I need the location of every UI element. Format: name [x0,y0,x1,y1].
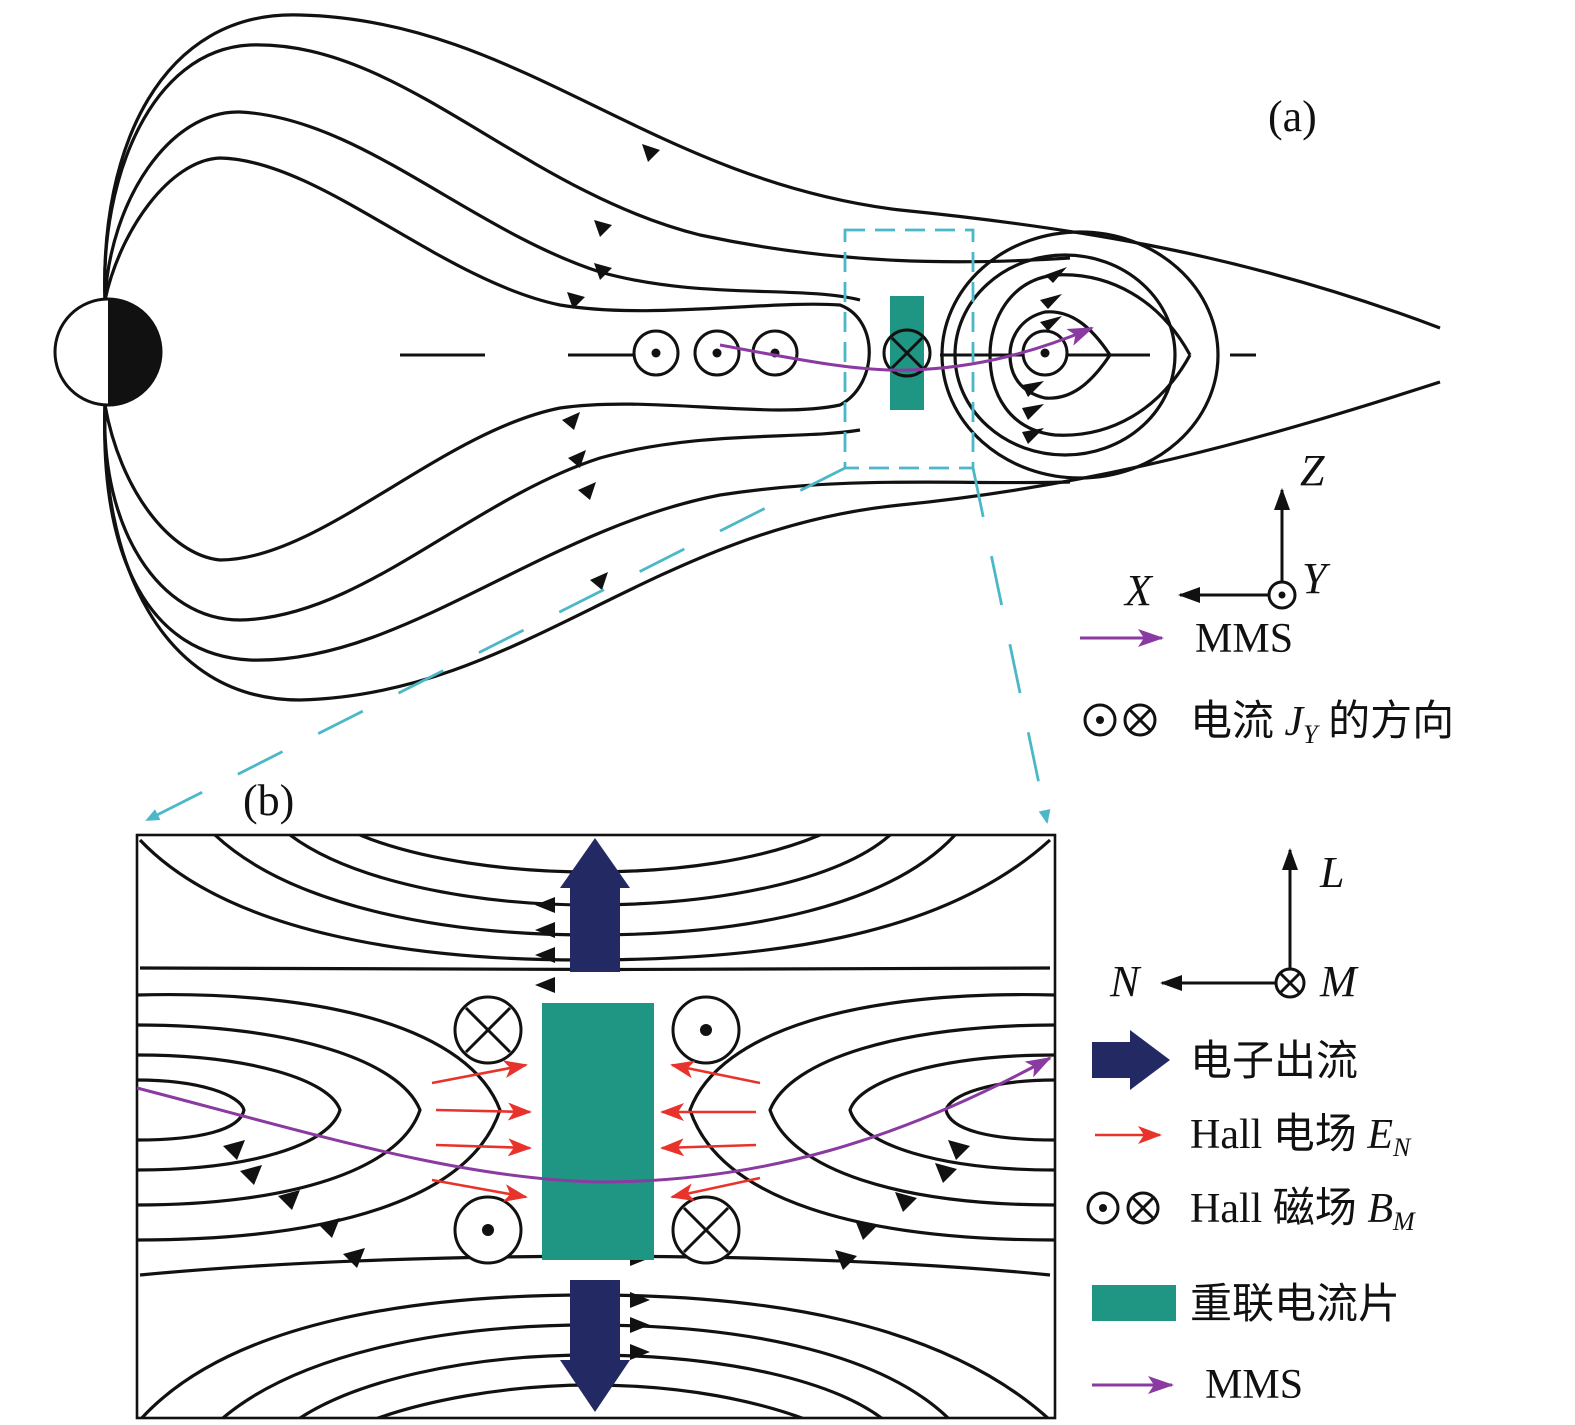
axis-l-label: L [1319,848,1344,897]
legend-bfield-prefix: Hall 磁场 [1190,1186,1367,1232]
legend-current-var: J [1285,699,1306,745]
current-sheet [542,1003,654,1260]
axis-z-label: Z [1300,446,1325,495]
legend-efield-sub: N [1392,1133,1412,1162]
current-in-icon [1274,967,1306,999]
panel-b: (b) [135,776,1416,1420]
legend-efield-label: Hall 电场 EN [1190,1112,1412,1162]
outflow-arrow-up [560,838,630,972]
legend-mms-label-a: MMS [1195,616,1293,662]
legend-outflow-label: 电子出流 [1190,1039,1358,1085]
legend-bfield-sub: M [1392,1207,1416,1236]
legend-current-prefix: 电流 [1190,699,1285,745]
legend-efield-prefix: Hall 电场 [1190,1112,1367,1158]
zoom-box [145,228,1051,824]
legend-sheet-label: 重联电流片 [1190,1282,1400,1328]
panel-a-label: (a) [1268,92,1317,141]
axes-lmn: L N M [1109,848,1359,1006]
legend-mms-label-b: MMS [1205,1362,1303,1408]
current-in-icon [1123,703,1157,737]
outflow-arrow-down [560,1280,630,1412]
panel-b-label: (b) [243,776,294,825]
legend-outflow-icon [1092,1030,1170,1090]
axis-y-label: Y [1302,554,1331,603]
current-out-icon [693,329,741,377]
panel-a: (a) [53,13,1454,824]
tail-field-lines [103,13,1441,702]
current-in-icon [882,328,932,378]
current-in-icon [453,995,523,1065]
current-in-icon [671,1195,741,1265]
earth-icon [53,297,163,407]
legend-b: 电子出流 Hall 电场 EN Hall 磁场 BM 重联电流片 MMS [1086,1030,1416,1408]
current-out-icon [751,329,799,377]
legend-current-sub: Y [1303,720,1320,749]
mms-trajectory [136,1056,1052,1184]
current-out-icon [453,1195,523,1265]
current-out-icon [1267,580,1297,610]
current-out-icon [1021,329,1069,377]
axis-m-label: M [1319,957,1359,1006]
current-out-icon [671,995,741,1065]
legend-current-label: 电流 JY 的方向 [1190,699,1454,749]
axis-n-label: N [1109,957,1142,1006]
legend-sheet-icon [1092,1285,1176,1321]
legend-bfield-label: Hall 磁场 BM [1190,1186,1416,1236]
legend-bfield-var: B [1367,1186,1393,1232]
current-in-icon [1126,1191,1160,1225]
panel-b-frame [135,833,1057,1420]
current-out-icon [1083,703,1117,737]
current-out-icon [1086,1191,1120,1225]
axes-xyz: Z X Y [1123,446,1331,615]
current-out-icon [632,329,680,377]
legend-efield-var: E [1366,1112,1393,1158]
mms-trajectory [719,326,1094,372]
axis-x-label: X [1123,566,1154,615]
legend-a: MMS 电流 JY 的方向 [1080,616,1454,749]
legend-current-suffix: 的方向 [1318,699,1455,745]
hall-e-field-arrows [431,1060,761,1202]
